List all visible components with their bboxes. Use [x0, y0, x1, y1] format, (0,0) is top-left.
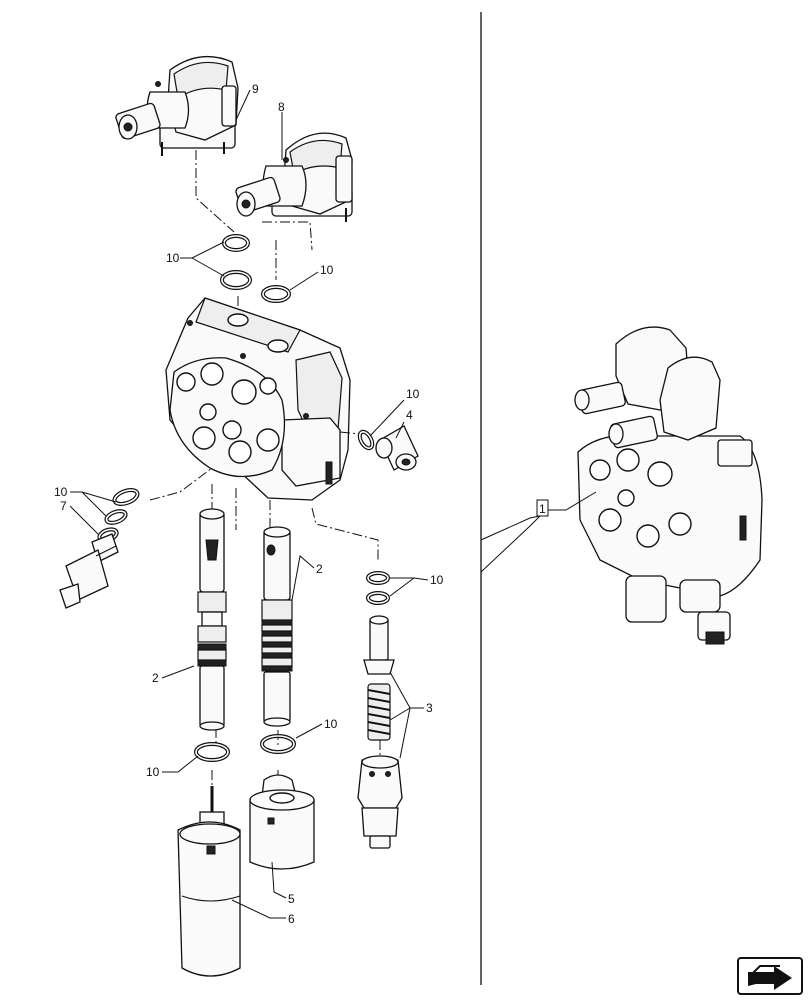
callout-1-box: 1 [536, 499, 549, 517]
part-10-o-ring [104, 509, 128, 525]
callout-8: 8 [278, 100, 285, 114]
part-10-o-ring [112, 488, 140, 506]
callout-4: 4 [406, 408, 413, 422]
callout-7: 7 [60, 499, 67, 513]
part-6-end-cap [177, 786, 241, 977]
part-10-o-ring [261, 285, 291, 303]
callout-10: 10 [166, 251, 180, 265]
valve-body [165, 297, 351, 501]
callout-10: 10 [320, 263, 334, 277]
callout-10: 10 [54, 485, 68, 499]
part-10-o-ring [366, 591, 390, 605]
spring [367, 683, 391, 741]
callout-10: 10 [406, 387, 420, 401]
callout-3: 3 [426, 701, 433, 715]
callout-10: 10 [430, 573, 444, 587]
part-3-check-valve [357, 615, 403, 849]
callout-9: 9 [252, 82, 259, 96]
next-page-arrow-icon[interactable] [737, 957, 803, 995]
callout-6: 6 [288, 912, 295, 926]
callout-5: 5 [288, 892, 295, 906]
part-10-o-ring [366, 571, 390, 585]
part-10-o-ring [194, 742, 230, 762]
part-8-control-cover [235, 132, 353, 222]
part-10-o-ring [222, 234, 250, 252]
callout-10: 10 [324, 717, 338, 731]
callout-1: 1 [539, 502, 546, 516]
callout-10: 10 [146, 765, 160, 779]
part-9-control-cover [115, 56, 239, 156]
part-2-spool-left [197, 508, 227, 731]
part-10-o-ring [357, 429, 375, 451]
part-4-plug [375, 425, 419, 471]
part-5-end-cap [249, 774, 315, 870]
part-7-plug [59, 533, 119, 609]
callout-2: 2 [152, 671, 159, 685]
callout-2: 2 [316, 562, 323, 576]
part-2-spool-right [261, 526, 293, 727]
part-10-o-ring [220, 270, 252, 290]
assembled-valve-view [574, 326, 763, 645]
part-10-o-ring [260, 734, 296, 754]
